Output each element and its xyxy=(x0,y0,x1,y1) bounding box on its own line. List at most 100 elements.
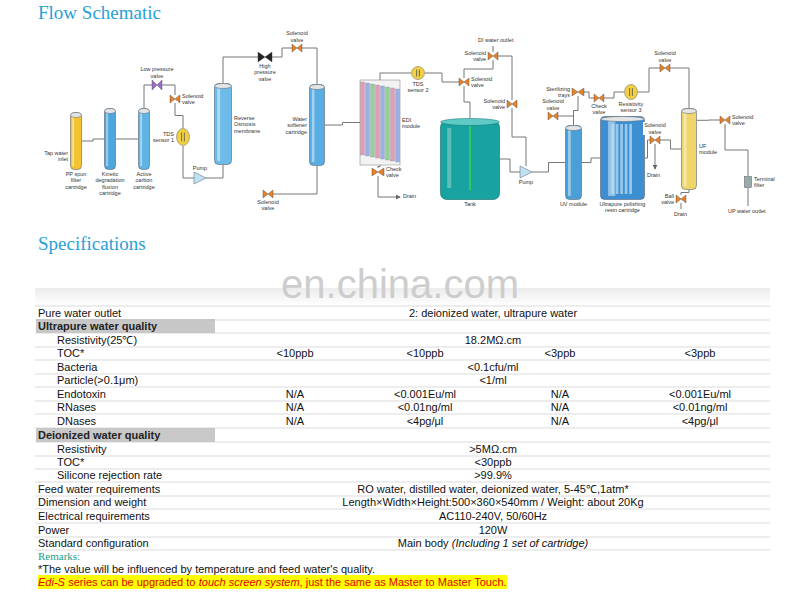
cell-text: TOC* xyxy=(57,456,84,468)
cell-text: , just the same as Master to Master Touc… xyxy=(300,576,507,588)
table-cell: <10ppb xyxy=(276,346,313,360)
cell-text: Main body xyxy=(398,537,449,549)
component-shape xyxy=(608,120,615,196)
component-icon xyxy=(372,168,384,176)
component-shape xyxy=(105,109,116,170)
table-cell: N/A xyxy=(551,414,569,428)
cell-text: Feed water requirements xyxy=(38,483,160,495)
component-icon xyxy=(258,52,272,62)
cell-text: N/A xyxy=(551,415,569,427)
component-shape xyxy=(520,166,532,178)
section-heading: Specifications xyxy=(38,233,146,255)
schematic-label: DI water outlet xyxy=(478,37,513,43)
component-shape xyxy=(157,80,162,90)
pipe-connector xyxy=(604,92,624,98)
table-cell: <0.001Eu/ml xyxy=(394,387,456,401)
cell-text: Ultrapure water quality xyxy=(38,320,157,332)
component-icon xyxy=(660,64,670,72)
component: Ultrapure polishing resin cartridge xyxy=(600,116,645,200)
table-cell: N/A xyxy=(551,387,569,401)
cell-text: <1/ml xyxy=(479,374,506,386)
table-cell: N/A xyxy=(551,400,569,414)
table-lines xyxy=(35,306,770,550)
component-shape xyxy=(745,177,752,188)
pipe-connector xyxy=(82,139,104,141)
component-shape xyxy=(140,112,142,166)
component-icon xyxy=(170,95,180,103)
table-cell: Resistivity(25℃) xyxy=(57,333,137,347)
cell-text: Deionized water quality xyxy=(38,429,160,441)
pipe-connector xyxy=(144,85,152,108)
component-shape xyxy=(297,44,302,52)
table-cell: >5MΩ.cm xyxy=(469,442,517,456)
component: TDS sensor 2 xyxy=(411,66,425,80)
pipe-connector xyxy=(574,96,579,125)
table-cell: <30ppb xyxy=(474,455,511,469)
component-shape xyxy=(625,124,628,194)
table-cell: Length×Width×Height:500×360×540mm / Weig… xyxy=(342,495,643,509)
component: Kinetic degradation fluxion cartridge xyxy=(104,108,116,170)
table-cell: N/A xyxy=(286,414,304,428)
cell-text: <10ppb xyxy=(276,347,313,359)
component: Solenoid valve xyxy=(170,95,180,103)
table-cell: 18.2MΩ.cm xyxy=(465,333,522,347)
table-cell: Ultrapure water quality xyxy=(38,319,157,333)
component-label: Pump xyxy=(190,165,210,171)
table-cell: N/A xyxy=(286,400,304,414)
schematic-label: UP water outlet xyxy=(728,208,766,214)
cell-text: Power xyxy=(38,524,69,536)
cell-text: RNases xyxy=(57,401,96,413)
table-rule xyxy=(35,414,770,415)
table-cell: *The value will be influenced by tempera… xyxy=(38,562,375,576)
component-shape xyxy=(725,116,730,124)
component-shape xyxy=(625,85,638,100)
component-icon xyxy=(138,108,150,170)
table-cell: Silicone rejection rate xyxy=(57,468,162,482)
component-label: EDI module xyxy=(402,116,428,129)
cell-text: <4pg/μl xyxy=(682,415,719,427)
component-icon xyxy=(650,136,660,144)
component-icon xyxy=(548,112,558,120)
component-shape xyxy=(611,124,614,194)
component-shape xyxy=(682,109,697,114)
component-shape xyxy=(493,52,498,60)
table-cell: Remarks: xyxy=(38,549,80,563)
cell-text: Pure water outlet xyxy=(38,307,121,319)
table-cell: AC110-240V, 50/60Hz xyxy=(439,509,547,523)
cell-text: Electrical requirements xyxy=(38,510,150,522)
component-label: Check valve xyxy=(386,166,410,179)
component-label: UV module xyxy=(560,201,588,207)
cell-text: <30ppb xyxy=(474,456,511,468)
cell-text: 18.2MΩ.cm xyxy=(465,334,522,346)
component-label: TDS sensor 1 xyxy=(150,131,174,144)
component-icon xyxy=(594,94,604,102)
component-icon xyxy=(70,112,82,170)
component-shape xyxy=(655,136,660,144)
component-shape xyxy=(378,168,384,176)
component-shape xyxy=(194,172,206,184)
component-shape xyxy=(578,88,584,96)
component-shape xyxy=(371,84,375,157)
component: Tank xyxy=(440,118,500,200)
component-shape xyxy=(447,128,451,188)
schematic-label: Drain xyxy=(647,172,660,178)
component-label: Solenoid valve xyxy=(732,114,766,127)
component-label: Solenoid valve xyxy=(280,30,314,43)
component-shape xyxy=(599,94,604,102)
component-icon xyxy=(309,84,325,166)
component-icon xyxy=(194,172,206,184)
component: UV module xyxy=(565,125,582,200)
component-shape xyxy=(292,44,297,52)
component-shape xyxy=(441,121,500,200)
component-label: Terminal filter xyxy=(754,176,784,189)
component-icon xyxy=(440,118,500,200)
table-cell: >99.9% xyxy=(474,468,512,482)
component: Check valve xyxy=(594,94,604,102)
component-icon xyxy=(176,128,190,146)
table-cell: 120W xyxy=(479,523,508,537)
cell-text: Dimension and weight xyxy=(38,496,146,508)
component-icon xyxy=(360,80,400,165)
cell-text: Remarks: xyxy=(38,550,80,562)
pipe-connector xyxy=(584,92,594,98)
component-icon xyxy=(565,125,582,200)
